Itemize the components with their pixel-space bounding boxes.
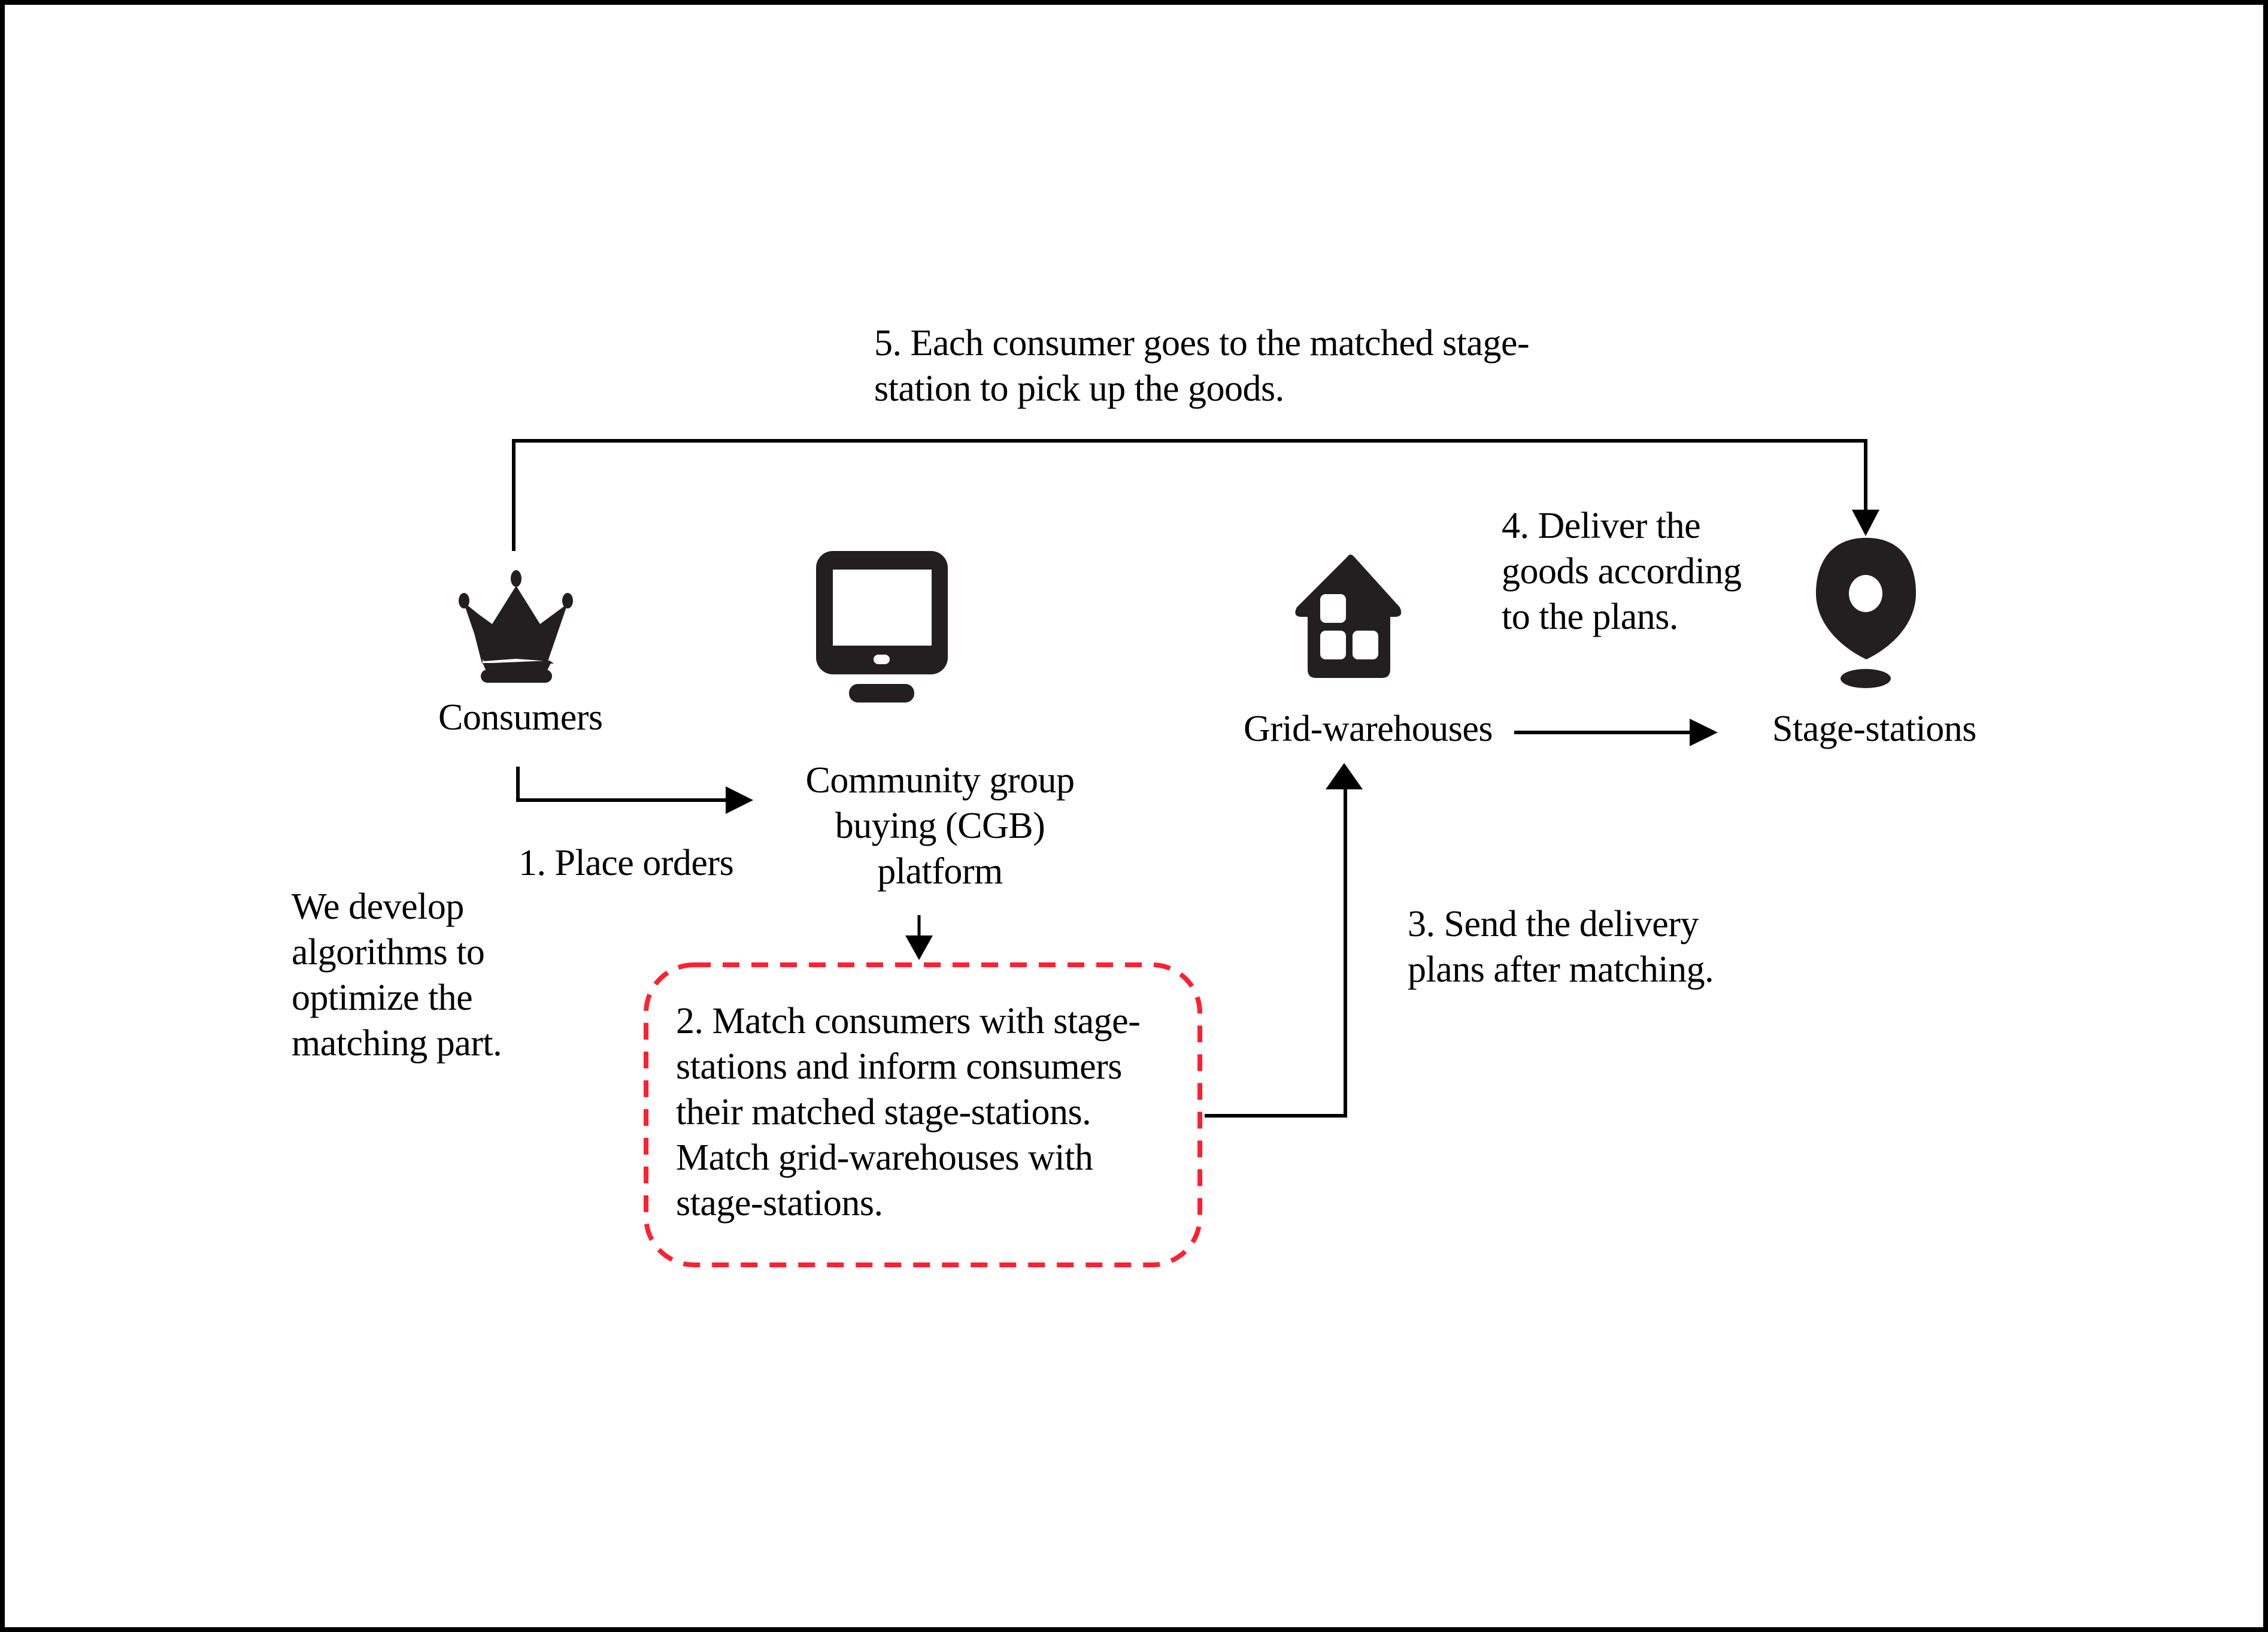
house-icon	[1295, 555, 1402, 678]
arrow-platform-to-matching	[905, 915, 933, 960]
step3-line: 3. Send the delivery	[1408, 904, 1699, 944]
platform-label-line: platform	[877, 851, 1003, 892]
arrow-step3-line	[1205, 785, 1347, 1118]
platform-label-line: buying (CGB)	[835, 806, 1045, 846]
arrow-step4	[1514, 719, 1718, 746]
step2-line: stations and inform consumers	[676, 1046, 1122, 1087]
step2-label: 2. Match consumers with stage- stations …	[676, 998, 1141, 1226]
monitor-icon	[816, 551, 948, 703]
arrow-step3-head	[1326, 763, 1363, 789]
arrow-step5	[512, 439, 1879, 551]
matching-highlight-box	[644, 962, 1202, 1267]
note-line: matching part.	[292, 1023, 502, 1064]
arrow-step1-line	[516, 767, 732, 802]
arrow-step5-line	[512, 439, 1867, 551]
algorithm-note: We develop algorithms to optimize the ma…	[292, 884, 502, 1066]
step5-line: station to pick up the goods.	[874, 368, 1284, 409]
node-label-grid-warehouses: Grid-warehouses	[1244, 708, 1493, 749]
platform-label-line: Community group	[805, 760, 1075, 801]
arrow-step5-head	[1852, 510, 1879, 536]
step2-line: stage-stations.	[676, 1183, 883, 1224]
node-label-stage-stations: Stage-stations	[1772, 708, 1976, 749]
arrow-platform-head	[905, 935, 933, 960]
arrow-step1	[516, 767, 753, 814]
step2-line: Match grid-warehouses with	[676, 1137, 1093, 1178]
step3-label: 3. Send the delivery plans after matchin…	[1408, 901, 1714, 992]
step5-line: 5. Each consumer goes to the matched sta…	[874, 323, 1530, 364]
step2-line: 2. Match consumers with stage-	[676, 1001, 1141, 1041]
note-line: We develop	[292, 886, 464, 927]
arrow-step1-head	[726, 786, 753, 814]
step4-label: 4. Deliver the goods according to the pl…	[1502, 503, 1742, 640]
note-line: optimize the	[292, 977, 473, 1018]
step4-line: goods according	[1502, 551, 1742, 592]
map-pin-icon	[1816, 538, 1916, 688]
step5-label: 5. Each consumer goes to the matched sta…	[874, 320, 1530, 411]
arrow-step3	[1205, 763, 1363, 1118]
step2-line: their matched stage-stations.	[676, 1092, 1091, 1133]
step4-line: to the plans.	[1502, 597, 1678, 637]
note-line: algorithms to	[292, 932, 485, 973]
step4-line: 4. Deliver the	[1502, 505, 1701, 546]
matching-box: 2. Match consumers with stage- stations …	[644, 962, 1202, 1267]
step1-label: 1. Place orders	[519, 843, 734, 883]
crown-icon	[459, 570, 573, 683]
arrow-step4-head	[1690, 719, 1718, 746]
node-label-consumers: Consumers	[438, 697, 603, 738]
node-label-platform: Community group buying (CGB) platform	[760, 758, 1120, 894]
step3-line: plans after matching.	[1408, 949, 1714, 990]
